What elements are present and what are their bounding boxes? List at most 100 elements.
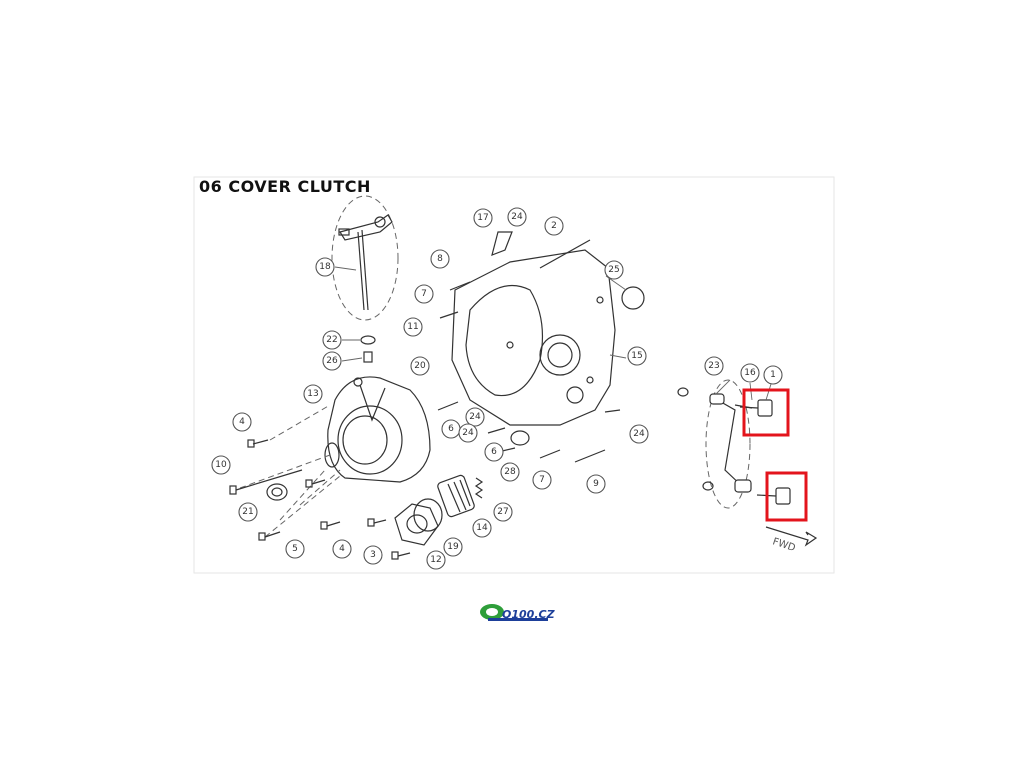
callout-number: 9 xyxy=(593,479,599,489)
callout-13: 13 xyxy=(303,384,323,404)
callout-circle xyxy=(493,502,513,522)
callout-12: 12 xyxy=(426,550,446,570)
callout-7: 7 xyxy=(414,284,434,304)
callout-circle xyxy=(627,346,647,366)
callout-circle xyxy=(303,384,323,404)
callout-number: 17 xyxy=(477,213,488,223)
callout-circle xyxy=(704,356,724,376)
callout-24: 24 xyxy=(465,407,485,427)
callout-number: 19 xyxy=(447,542,459,552)
callout-circle xyxy=(232,412,252,432)
clutch-cover xyxy=(239,376,431,538)
callout-circle xyxy=(322,351,342,371)
logo-text: Q100.CZ xyxy=(502,608,556,621)
callout-16: 16 xyxy=(740,363,760,383)
callout-circle xyxy=(586,474,606,494)
callout-2: 2 xyxy=(544,216,564,236)
callout-circle xyxy=(426,550,446,570)
callout-19: 19 xyxy=(443,537,463,557)
callout-number: 26 xyxy=(326,356,338,366)
callout-number: 13 xyxy=(307,389,318,399)
callout-21: 21 xyxy=(238,502,258,522)
callout-circle xyxy=(532,470,552,490)
callout-number: 14 xyxy=(476,523,488,533)
callout-18: 18 xyxy=(315,257,335,277)
callout-number: 24 xyxy=(633,429,645,439)
callout-number: 3 xyxy=(370,550,376,560)
callout-number: 24 xyxy=(469,412,481,422)
callout-number: 20 xyxy=(414,361,426,371)
callout-number: 6 xyxy=(448,424,454,434)
callout-number: 21 xyxy=(242,507,253,517)
callout-27: 27 xyxy=(493,502,513,522)
callout-11: 11 xyxy=(403,317,423,337)
callout-circle xyxy=(332,539,352,559)
callout-circle xyxy=(473,208,493,228)
callout-circle xyxy=(315,257,335,277)
callout-circle xyxy=(472,518,492,538)
callout-number: 28 xyxy=(504,467,516,477)
callout-number: 1 xyxy=(770,370,776,380)
callout-circle xyxy=(238,502,258,522)
cover-bolts xyxy=(229,439,411,560)
callout-number: 2 xyxy=(551,221,557,231)
callout-20: 20 xyxy=(410,356,430,376)
callout-number: 24 xyxy=(511,212,523,222)
callout-circle xyxy=(414,284,434,304)
callout-24: 24 xyxy=(507,207,527,227)
callout-1: 1 xyxy=(763,365,783,385)
callout-circle xyxy=(285,539,305,559)
callout-circle xyxy=(604,260,624,280)
callout-circle xyxy=(363,545,383,565)
callout-number: 5 xyxy=(292,544,298,554)
callout-number: 27 xyxy=(497,507,508,517)
callout-number: 7 xyxy=(421,289,427,299)
crankcase-cover xyxy=(437,231,645,463)
callout-number: 22 xyxy=(326,335,337,345)
callout-14: 14 xyxy=(472,518,492,538)
callout-circle xyxy=(500,462,520,482)
callout-circle xyxy=(629,424,649,444)
callout-23: 23 xyxy=(704,356,724,376)
callout-number: 10 xyxy=(215,460,227,470)
callout-5: 5 xyxy=(285,539,305,559)
brand-logo: Q100.CZ xyxy=(480,604,556,621)
highlight-box-part-1 xyxy=(742,388,790,437)
highlight-box-part-bolt xyxy=(765,471,808,522)
clutch-shaft-assembly xyxy=(331,195,399,363)
callout-circle xyxy=(430,249,450,269)
callout-26: 26 xyxy=(322,351,342,371)
callout-number: 11 xyxy=(407,322,418,332)
callout-24: 24 xyxy=(458,423,478,443)
callout-circle xyxy=(322,330,342,350)
callout-7: 7 xyxy=(532,470,552,490)
diagram-title: 06 COVER CLUTCH xyxy=(199,177,371,196)
callout-15: 15 xyxy=(627,346,647,366)
callout-circle xyxy=(410,356,430,376)
callout-circle xyxy=(740,363,760,383)
callout-6: 6 xyxy=(441,419,461,439)
callout-25: 25 xyxy=(604,260,624,280)
callout-4: 4 xyxy=(232,412,252,432)
callout-number: 16 xyxy=(744,368,756,378)
callout-number: 4 xyxy=(239,417,245,427)
callout-number: 25 xyxy=(608,265,619,275)
callout-number: 18 xyxy=(319,262,331,272)
callout-circle xyxy=(507,207,527,227)
callout-24: 24 xyxy=(629,424,649,444)
callout-circle xyxy=(211,455,231,475)
callout-17: 17 xyxy=(473,208,493,228)
callout-22: 22 xyxy=(322,330,342,350)
callout-circle xyxy=(465,407,485,427)
callout-number: 15 xyxy=(631,351,642,361)
callout-number: 12 xyxy=(430,555,441,565)
callout-8: 8 xyxy=(430,249,450,269)
callout-circle xyxy=(484,442,504,462)
callout-circle xyxy=(403,317,423,337)
callout-28: 28 xyxy=(500,462,520,482)
callout-number: 6 xyxy=(491,447,497,457)
oil-hose-assembly xyxy=(677,379,791,509)
callout-6: 6 xyxy=(484,442,504,462)
